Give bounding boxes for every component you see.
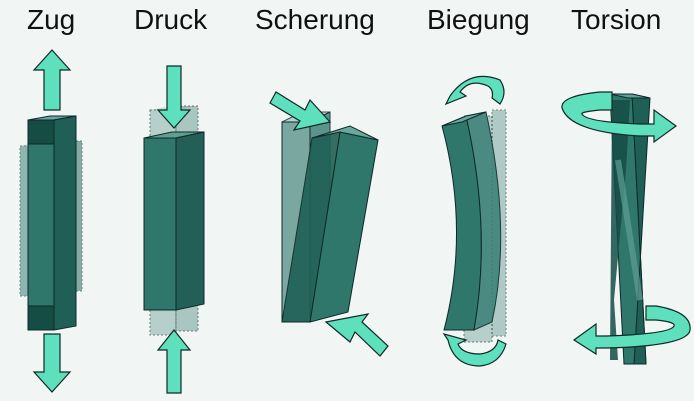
label-compression: Druck xyxy=(134,4,208,35)
label-bending: Biegung xyxy=(427,4,530,35)
shear-arrow-bottom-icon xyxy=(324,313,389,357)
bend-arrow-top-icon xyxy=(444,75,505,106)
torsion-arrow-bottom-icon xyxy=(572,305,691,356)
arrow-up-icon xyxy=(156,329,192,394)
torsion-figure xyxy=(561,91,691,365)
bending-figure xyxy=(441,75,507,367)
arrow-down-icon xyxy=(32,333,72,393)
label-torsion: Torsion xyxy=(571,4,662,35)
shear-figure xyxy=(269,91,389,357)
arrow-up-icon xyxy=(32,49,72,111)
arrow-down-icon xyxy=(156,65,192,129)
compression-figure xyxy=(143,65,205,394)
torsion-arrow-top-icon xyxy=(561,91,678,144)
shear-arrow-top-icon xyxy=(269,91,332,131)
tension-figure xyxy=(19,49,83,393)
label-shear: Scherung xyxy=(255,4,375,35)
label-tension: Zug xyxy=(27,4,76,35)
bend-arrow-bottom-icon xyxy=(442,332,507,367)
